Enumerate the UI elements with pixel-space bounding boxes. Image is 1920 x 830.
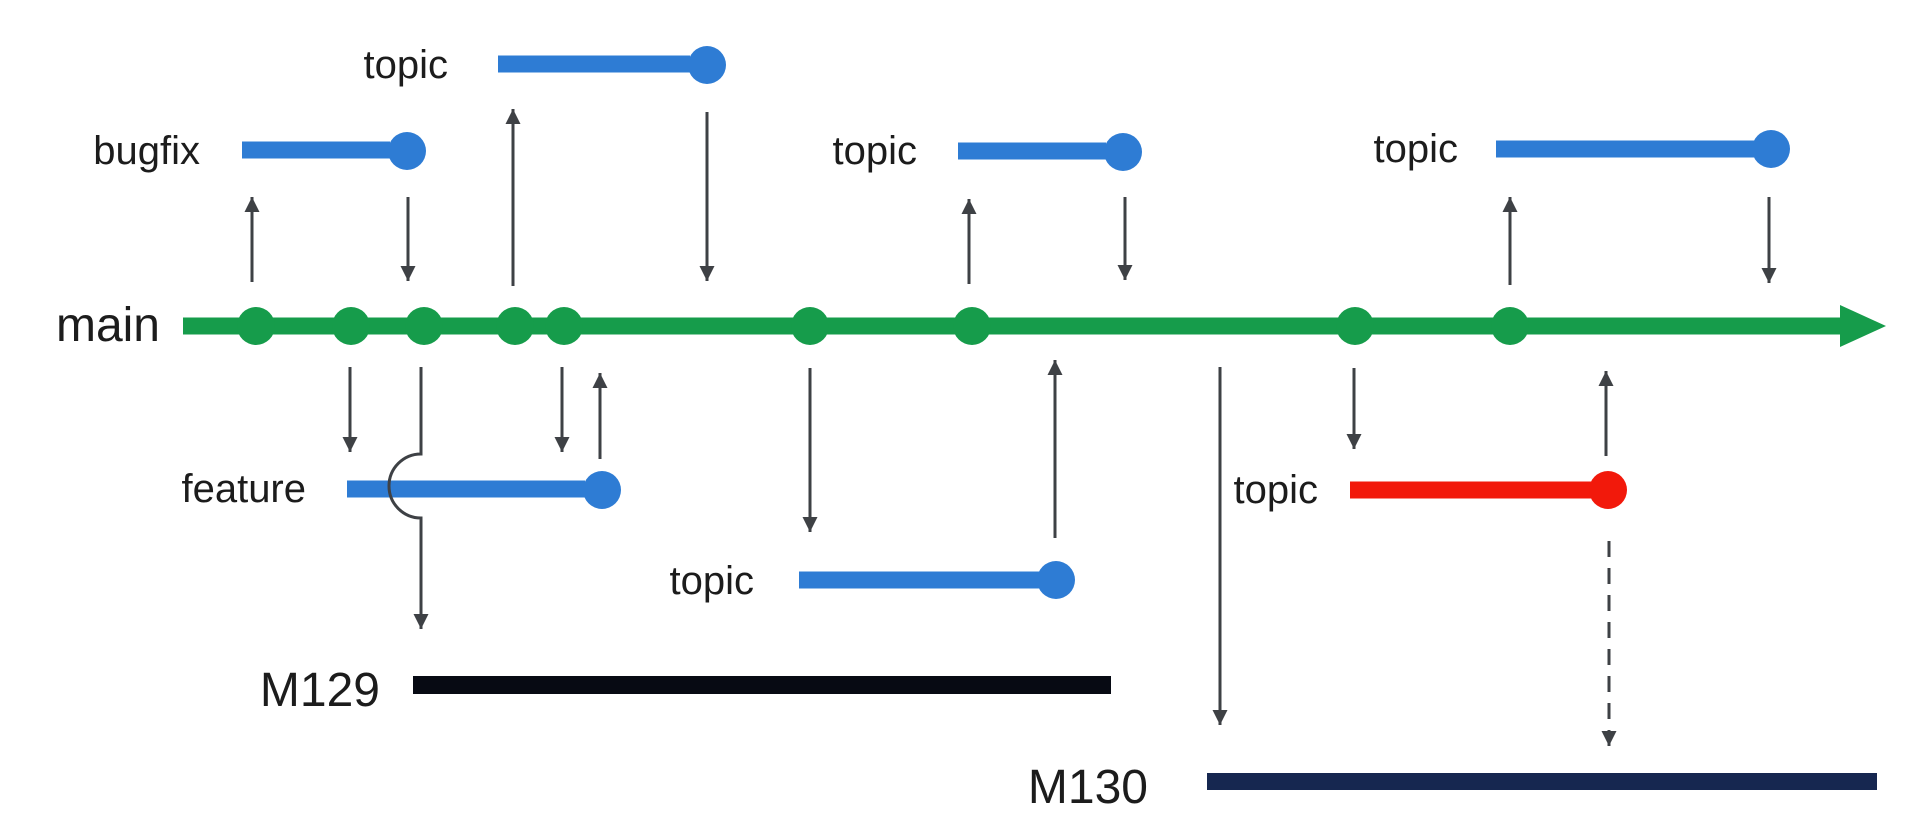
main-branch-arrowhead-icon	[1840, 305, 1886, 347]
main-commit-dot	[405, 307, 443, 345]
main-commit-dot	[953, 307, 991, 345]
branch-topic-5-red: topic	[1234, 368, 1627, 746]
branch-bugfix-head-dot	[388, 132, 426, 170]
branch-topic-3-head-dot	[1752, 130, 1790, 168]
release-m130: M130	[1028, 367, 1877, 814]
branch-topic-4: topic	[670, 360, 1075, 603]
main-commit-dot	[496, 307, 534, 345]
branch-topic-3: topic	[1374, 127, 1790, 285]
release-m130-label: M130	[1028, 761, 1148, 814]
branch-topic-4-label: topic	[670, 559, 755, 603]
main-commit-dot	[791, 307, 829, 345]
release-m129-label: M129	[260, 664, 380, 717]
branch-bugfix: bugfix	[93, 129, 426, 282]
main-commit-dot	[1336, 307, 1374, 345]
branch-bugfix-label: bugfix	[93, 129, 200, 173]
branch-topic-5-label: topic	[1234, 468, 1319, 512]
main-commit-dot	[237, 307, 275, 345]
branch-topic-2: topic	[833, 129, 1142, 284]
m129-release-arrow	[387, 367, 429, 629]
main-commit-dot	[332, 307, 370, 345]
release-m130-bar	[1207, 773, 1877, 790]
branch-topic-1-label: topic	[364, 43, 449, 87]
branch-feature-label: feature	[181, 467, 306, 511]
main-branch: main	[56, 299, 1886, 352]
main-commit-dot	[545, 307, 583, 345]
branch-topic-2-head-dot	[1104, 133, 1142, 171]
branch-topic-1-head-dot	[688, 46, 726, 84]
main-commit-dot	[1491, 307, 1529, 345]
branch-topic-5-head-dot	[1589, 471, 1627, 509]
branch-topic-4-head-dot	[1037, 561, 1075, 599]
main-branch-label: main	[56, 299, 160, 352]
branch-feature: feature	[181, 367, 621, 511]
branch-feature-head-dot	[583, 471, 621, 509]
branch-topic-3-label: topic	[1374, 127, 1459, 171]
branch-topic-1: topic	[364, 43, 726, 286]
release-m129-bar	[413, 676, 1111, 694]
release-m129: M129	[260, 367, 1111, 717]
branch-topic-2-label: topic	[833, 129, 918, 173]
